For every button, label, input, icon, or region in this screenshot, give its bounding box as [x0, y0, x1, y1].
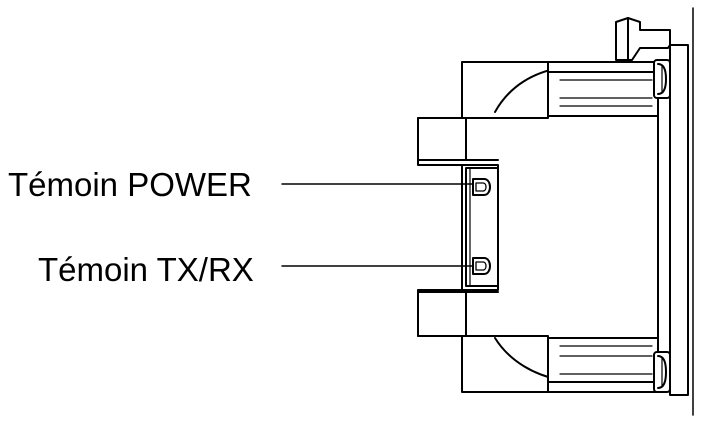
front-bracket-body [417, 115, 659, 339]
led-panel [465, 167, 499, 287]
mounting-plate [669, 44, 689, 396]
power-indicator-label: Témoin POWER [8, 166, 252, 203]
power-led-icon [472, 178, 491, 196]
top-clip-tab [615, 17, 671, 61]
top-screw [653, 59, 671, 99]
txrx-led-icon [472, 257, 491, 275]
top-arm [547, 61, 659, 117]
txrx-indicator-label: Témoin TX/RX [38, 251, 254, 288]
bottom-screw [653, 351, 671, 393]
